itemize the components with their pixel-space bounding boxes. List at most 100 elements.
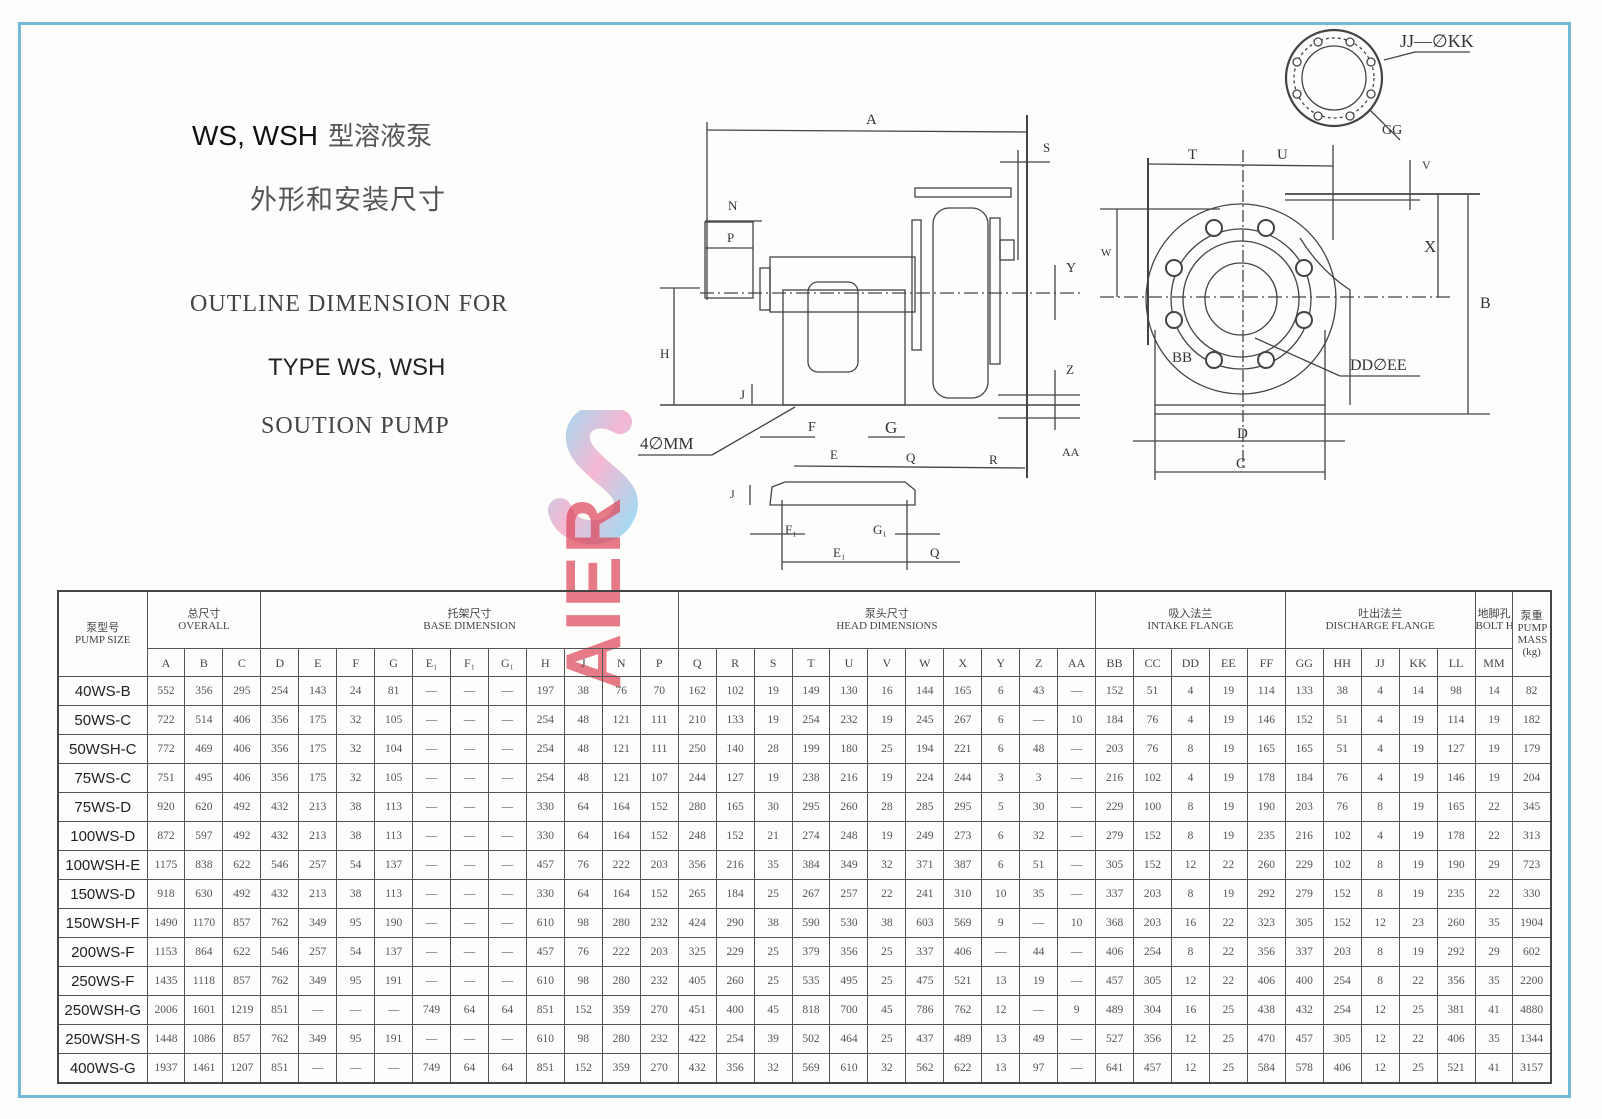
dimension-cell-kk: 22 xyxy=(1398,1024,1438,1054)
dimension-cell-jj: 4 xyxy=(1360,705,1400,735)
label-G: G xyxy=(885,418,897,437)
dimension-cell-z: 35 xyxy=(1019,879,1059,909)
dimension-cell-g: 137 xyxy=(374,850,414,880)
dimension-cell-a: 1937 xyxy=(146,1053,186,1084)
dimension-cell-kk: 19 xyxy=(1398,821,1438,851)
dimension-cell-j: 64 xyxy=(563,821,603,851)
dimension-cell-ff: 292 xyxy=(1246,879,1286,909)
dimension-cell-aa: — xyxy=(1057,1053,1097,1084)
pump-size-cell: 250WS-F xyxy=(57,966,148,996)
column-header-f₁: F₁ xyxy=(450,648,489,677)
dimension-cell-ff: 323 xyxy=(1246,908,1286,938)
pump-mass-cell: 602 xyxy=(1512,937,1552,967)
dimension-cell-gg: 432 xyxy=(1284,995,1324,1025)
label-G1: G₁ xyxy=(873,522,887,537)
dimension-cell-u: 180 xyxy=(829,734,869,764)
dimension-cell-c: 622 xyxy=(222,850,262,880)
dimension-cell-z: — xyxy=(1019,908,1059,938)
dimension-cell-g: 105 xyxy=(374,763,414,793)
label-J-base: J xyxy=(730,487,735,501)
dimension-cell-aa: — xyxy=(1057,792,1097,822)
dimension-cell-g₁: 64 xyxy=(487,995,527,1025)
dimension-cell-q: 325 xyxy=(677,937,717,967)
title-en-line2: TYPE WS, WSH xyxy=(268,354,446,381)
dimension-cell-e₁: — xyxy=(412,676,452,706)
dimension-cell-y: 6 xyxy=(981,850,1021,880)
dimension-cell-mm: 22 xyxy=(1474,879,1514,909)
dimension-cell-x: 406 xyxy=(943,937,983,967)
column-header-u: U xyxy=(829,648,869,677)
dimension-cell-g₁: — xyxy=(487,763,527,793)
pump-size-cell: 100WS-D xyxy=(57,821,148,851)
dimension-cell-cc: 457 xyxy=(1133,1053,1172,1084)
dimension-cell-aa: 10 xyxy=(1057,705,1097,735)
pump-size-cell: 250WSH-G xyxy=(57,995,148,1025)
dimension-cell-cc: 152 xyxy=(1133,850,1172,880)
dimension-cell-r: 133 xyxy=(715,705,755,735)
dimension-cell-d: 356 xyxy=(260,763,300,793)
dimension-cell-f₁: 64 xyxy=(450,1053,489,1084)
dimension-cell-c: 857 xyxy=(222,1024,262,1054)
dimension-cell-e: 257 xyxy=(298,850,338,880)
dimension-cell-bb: 489 xyxy=(1095,995,1135,1025)
dimension-cell-x: 310 xyxy=(943,879,983,909)
dimension-cell-bb: 152 xyxy=(1095,676,1135,706)
dimension-cell-ee: 25 xyxy=(1208,1024,1248,1054)
group-header-en: OVERALL xyxy=(178,620,230,632)
column-header-e₁: E₁ xyxy=(412,648,452,677)
dimension-cell-w: 144 xyxy=(905,676,945,706)
label-Q: Q xyxy=(906,450,916,465)
dimension-cell-g: 191 xyxy=(374,966,414,996)
label-H: H xyxy=(660,346,669,361)
pump-size-cell: 400WS-G xyxy=(57,1053,148,1084)
pump-size-cell: 40WS-B xyxy=(57,676,148,706)
column-header-e: E xyxy=(298,648,338,677)
label-F1: F₁ xyxy=(785,522,797,537)
logo-s-mark xyxy=(548,410,638,545)
dimension-cell-s: 38 xyxy=(753,908,793,938)
dimension-cell-j: 98 xyxy=(563,1024,603,1054)
dimension-cell-s: 30 xyxy=(753,792,793,822)
dimension-cell-hh: 38 xyxy=(1322,676,1362,706)
label-B: B xyxy=(1480,295,1491,312)
dimension-cell-e: 349 xyxy=(298,1024,338,1054)
dimension-cell-ll: 521 xyxy=(1436,1053,1476,1084)
label-GG: GG xyxy=(1382,123,1402,138)
dimension-cell-d: 432 xyxy=(260,821,300,851)
dimension-cell-w: 786 xyxy=(905,995,945,1025)
dimension-cell-kk: 23 xyxy=(1398,908,1438,938)
dimension-cell-e₁: — xyxy=(412,792,452,822)
dimension-cell-q: 280 xyxy=(677,792,717,822)
dimension-cell-r: 254 xyxy=(715,1024,755,1054)
dimension-cell-ee: 25 xyxy=(1208,1053,1248,1084)
group-header-cn: 吸入法兰 xyxy=(1168,608,1213,620)
dimension-cell-f₁: — xyxy=(450,908,489,938)
dimension-cell-dd: 4 xyxy=(1170,705,1210,735)
dimension-cell-r: 140 xyxy=(715,734,755,764)
dimension-cell-a: 1435 xyxy=(146,966,186,996)
dimension-cell-t: 384 xyxy=(791,850,831,880)
dimension-cell-c: 492 xyxy=(222,821,262,851)
dimension-cell-mm: 41 xyxy=(1474,995,1514,1025)
dimension-cell-cc: 203 xyxy=(1133,879,1172,909)
dimension-cell-y: 3 xyxy=(981,763,1021,793)
dimension-cell-cc: 102 xyxy=(1133,763,1172,793)
dimension-cell-hh: 254 xyxy=(1322,995,1362,1025)
dimension-cell-kk: 19 xyxy=(1398,937,1438,967)
dimension-cell-t: 267 xyxy=(791,879,831,909)
dimension-cell-p: 203 xyxy=(639,937,679,967)
dimension-cell-b: 864 xyxy=(184,937,224,967)
group-header-cn: 吐出法兰 xyxy=(1358,608,1403,620)
dimension-cell-c: 622 xyxy=(222,937,262,967)
dimension-cell-dd: 12 xyxy=(1170,850,1210,880)
dimension-cell-q: 422 xyxy=(677,1024,717,1054)
dimension-cell-h: 610 xyxy=(525,966,565,996)
column-header-c: C xyxy=(222,648,262,677)
dimension-cell-p: 107 xyxy=(639,763,679,793)
dimension-cell-f: 32 xyxy=(336,734,376,764)
dimension-cell-v: 32 xyxy=(867,850,907,880)
